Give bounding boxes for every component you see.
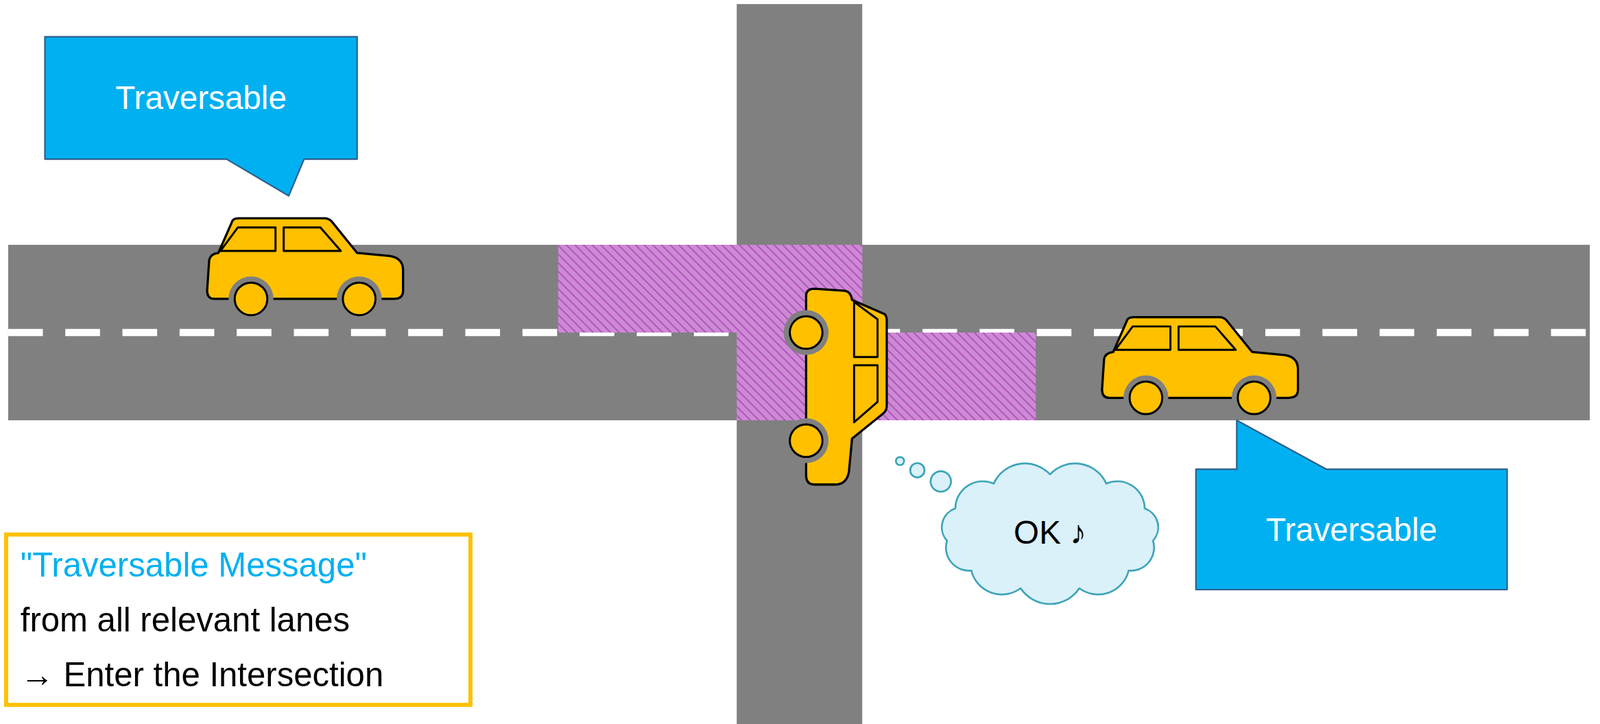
cloud-shape [941, 463, 1158, 605]
thought-text: OK ♪ [1013, 513, 1087, 552]
car-icon [207, 218, 404, 321]
callout-text: Traversable [115, 78, 287, 117]
car-icon [1102, 317, 1299, 421]
thought-cloud: OK ♪ [933, 462, 1166, 603]
note-text: → Enter the Intersection [20, 647, 457, 703]
note-box: "Traversable Message"from all relevant l… [4, 532, 473, 708]
car-icon [783, 288, 887, 485]
thought-dot [930, 471, 952, 492]
thought-dot [910, 462, 925, 478]
note-text: from all relevant lanes [20, 592, 457, 648]
speech-callout: Traversable [44, 37, 357, 160]
callout-text: Traversable [1266, 510, 1438, 549]
thought-dot [895, 457, 904, 466]
callout-shape [44, 37, 357, 197]
speech-callout: Traversable [1196, 469, 1508, 590]
callout-shape [1196, 420, 1508, 590]
note-text: "Traversable Message" [20, 536, 457, 592]
